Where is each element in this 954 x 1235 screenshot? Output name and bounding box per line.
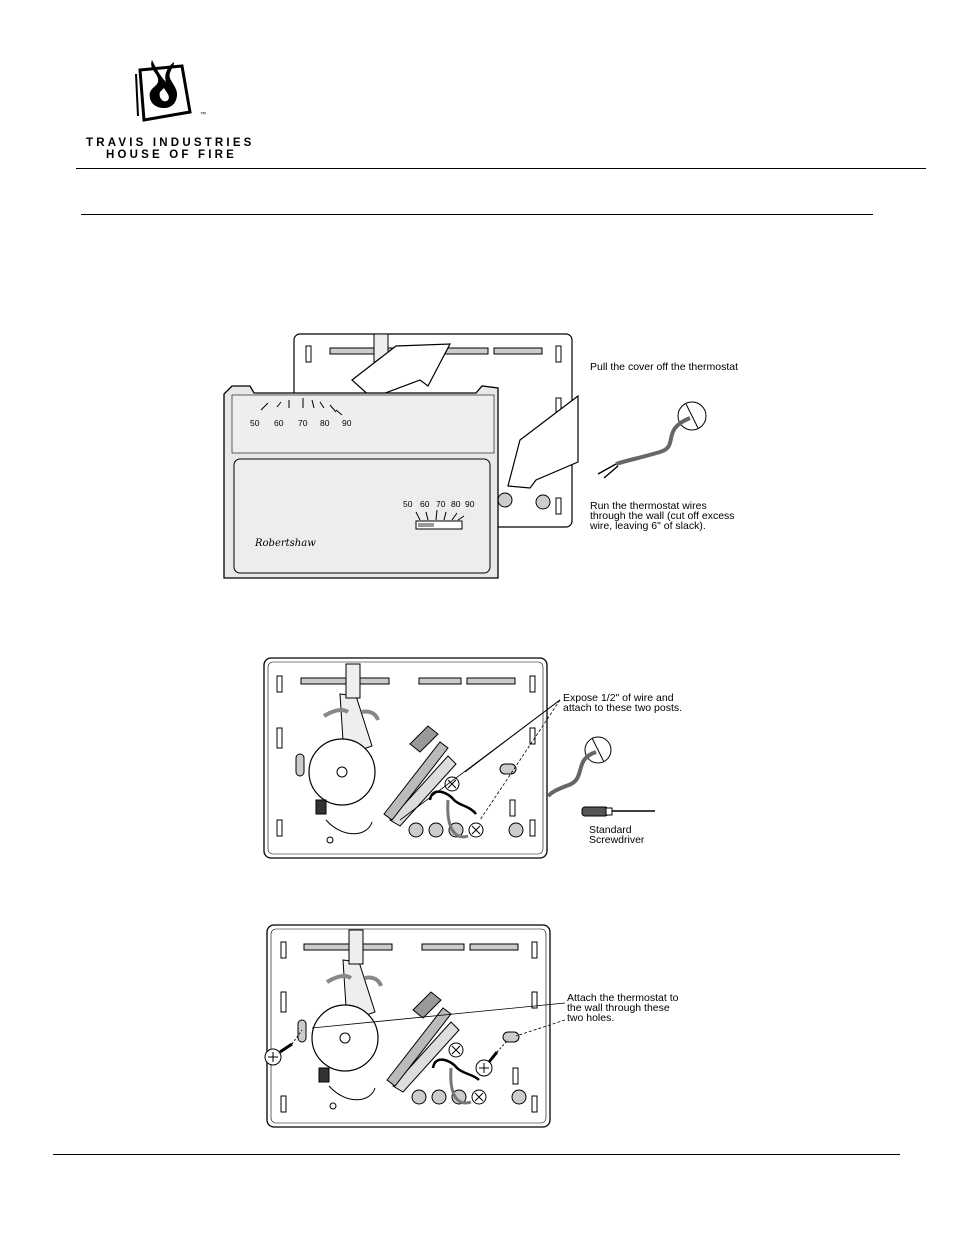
- header-divider: [76, 168, 926, 169]
- trademark-mark: ™: [200, 112, 206, 118]
- wall-wire-illustration: [597, 401, 707, 479]
- thermostat-base-plate: [266, 924, 551, 1128]
- caption-expose-wire: Expose 1/2" of wire and attach to these …: [563, 692, 683, 714]
- scale-tick-80: 80: [320, 418, 330, 428]
- screwdriver-icon: [581, 806, 655, 817]
- mounting-screw-left-icon: [264, 1029, 303, 1066]
- caption-mount-holes: Attach the thermostat to the wall throug…: [567, 992, 679, 1024]
- terminal-block: [386, 991, 527, 1105]
- figure-cover-removal: [223, 333, 707, 579]
- callout-lines: [311, 1002, 566, 1037]
- caption-pull-cover: Pull the cover off the thermostat: [590, 361, 739, 373]
- bimetal-arm: [311, 929, 383, 1110]
- section-divider: [81, 214, 873, 215]
- scale-tick-70: 70: [436, 499, 446, 509]
- scale-tick-60: 60: [274, 418, 284, 428]
- company-tagline: HOUSE OF FIRE: [106, 149, 238, 161]
- scale-tick-90: 90: [342, 418, 352, 428]
- brand-name: Robertshaw: [255, 538, 316, 549]
- scale-tick-80: 80: [451, 499, 461, 509]
- mounting-screw-right-icon: [475, 1039, 509, 1077]
- thermostat-cover: [223, 385, 499, 579]
- company-name: TRAVIS INDUSTRIES: [86, 137, 255, 149]
- figure-wire-attachment: [263, 657, 655, 859]
- scale-tick-50: 50: [403, 499, 413, 509]
- scale-tick-70: 70: [298, 418, 308, 428]
- figure-wall-mounting: [264, 924, 566, 1128]
- caption-screwdriver: Standard Screwdriver: [589, 824, 645, 846]
- scale-tick-50: 50: [250, 418, 260, 428]
- callout-lines: [399, 699, 561, 821]
- pull-arrow-right: [507, 394, 579, 489]
- thermostat-base-plate: [263, 657, 548, 859]
- scale-tick-60: 60: [420, 499, 430, 509]
- terminal-block: [383, 725, 524, 839]
- company-logo: [130, 58, 210, 128]
- bimetal-arm: [308, 663, 380, 844]
- scale-tick-90: 90: [465, 499, 475, 509]
- wall-wire-illustration: [546, 736, 612, 798]
- footer-divider: [53, 1154, 900, 1155]
- caption-run-wires: Run the thermostat wires through the wal…: [590, 500, 735, 532]
- flame-logo-icon: [135, 60, 192, 122]
